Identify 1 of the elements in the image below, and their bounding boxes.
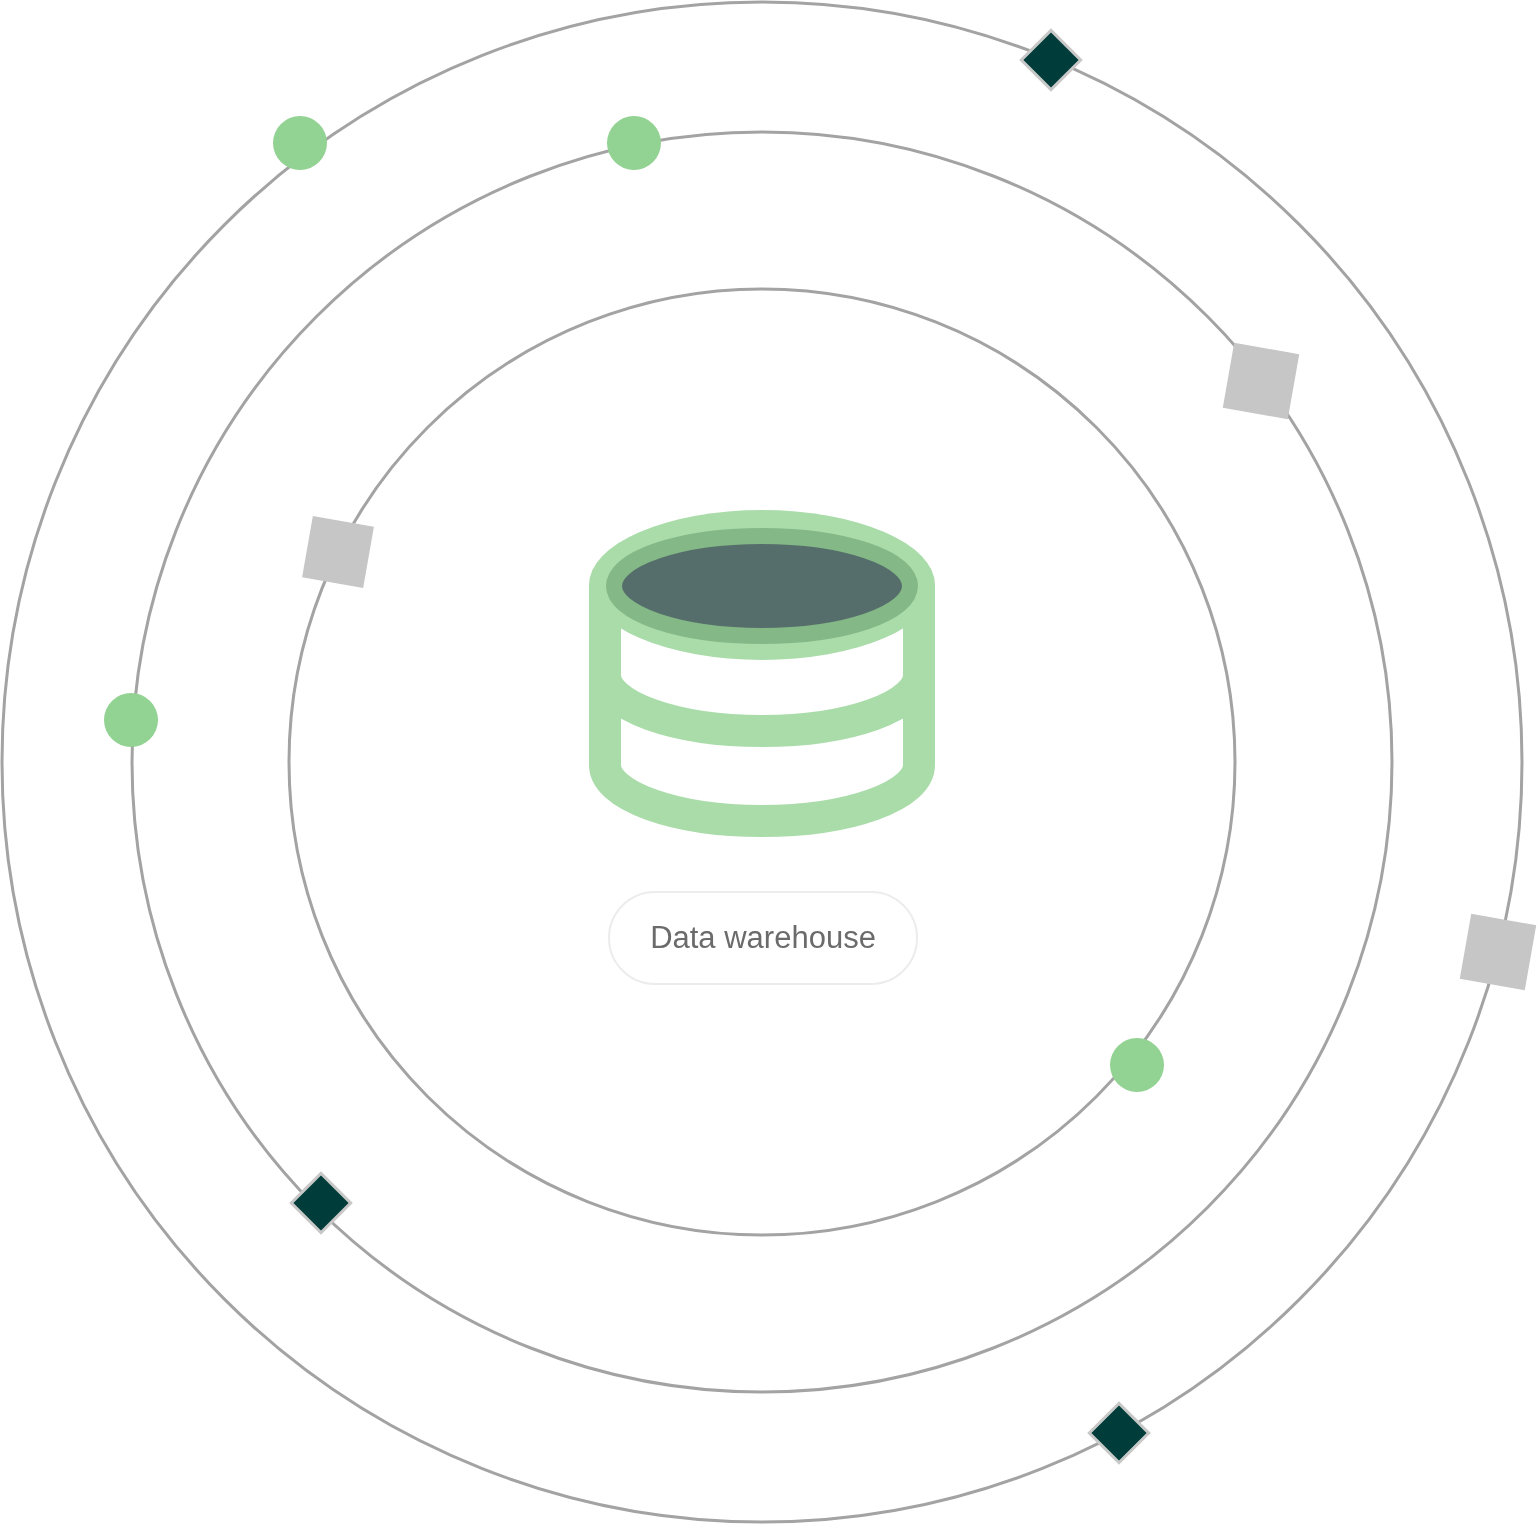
label-pill: Data warehouse <box>608 891 918 985</box>
